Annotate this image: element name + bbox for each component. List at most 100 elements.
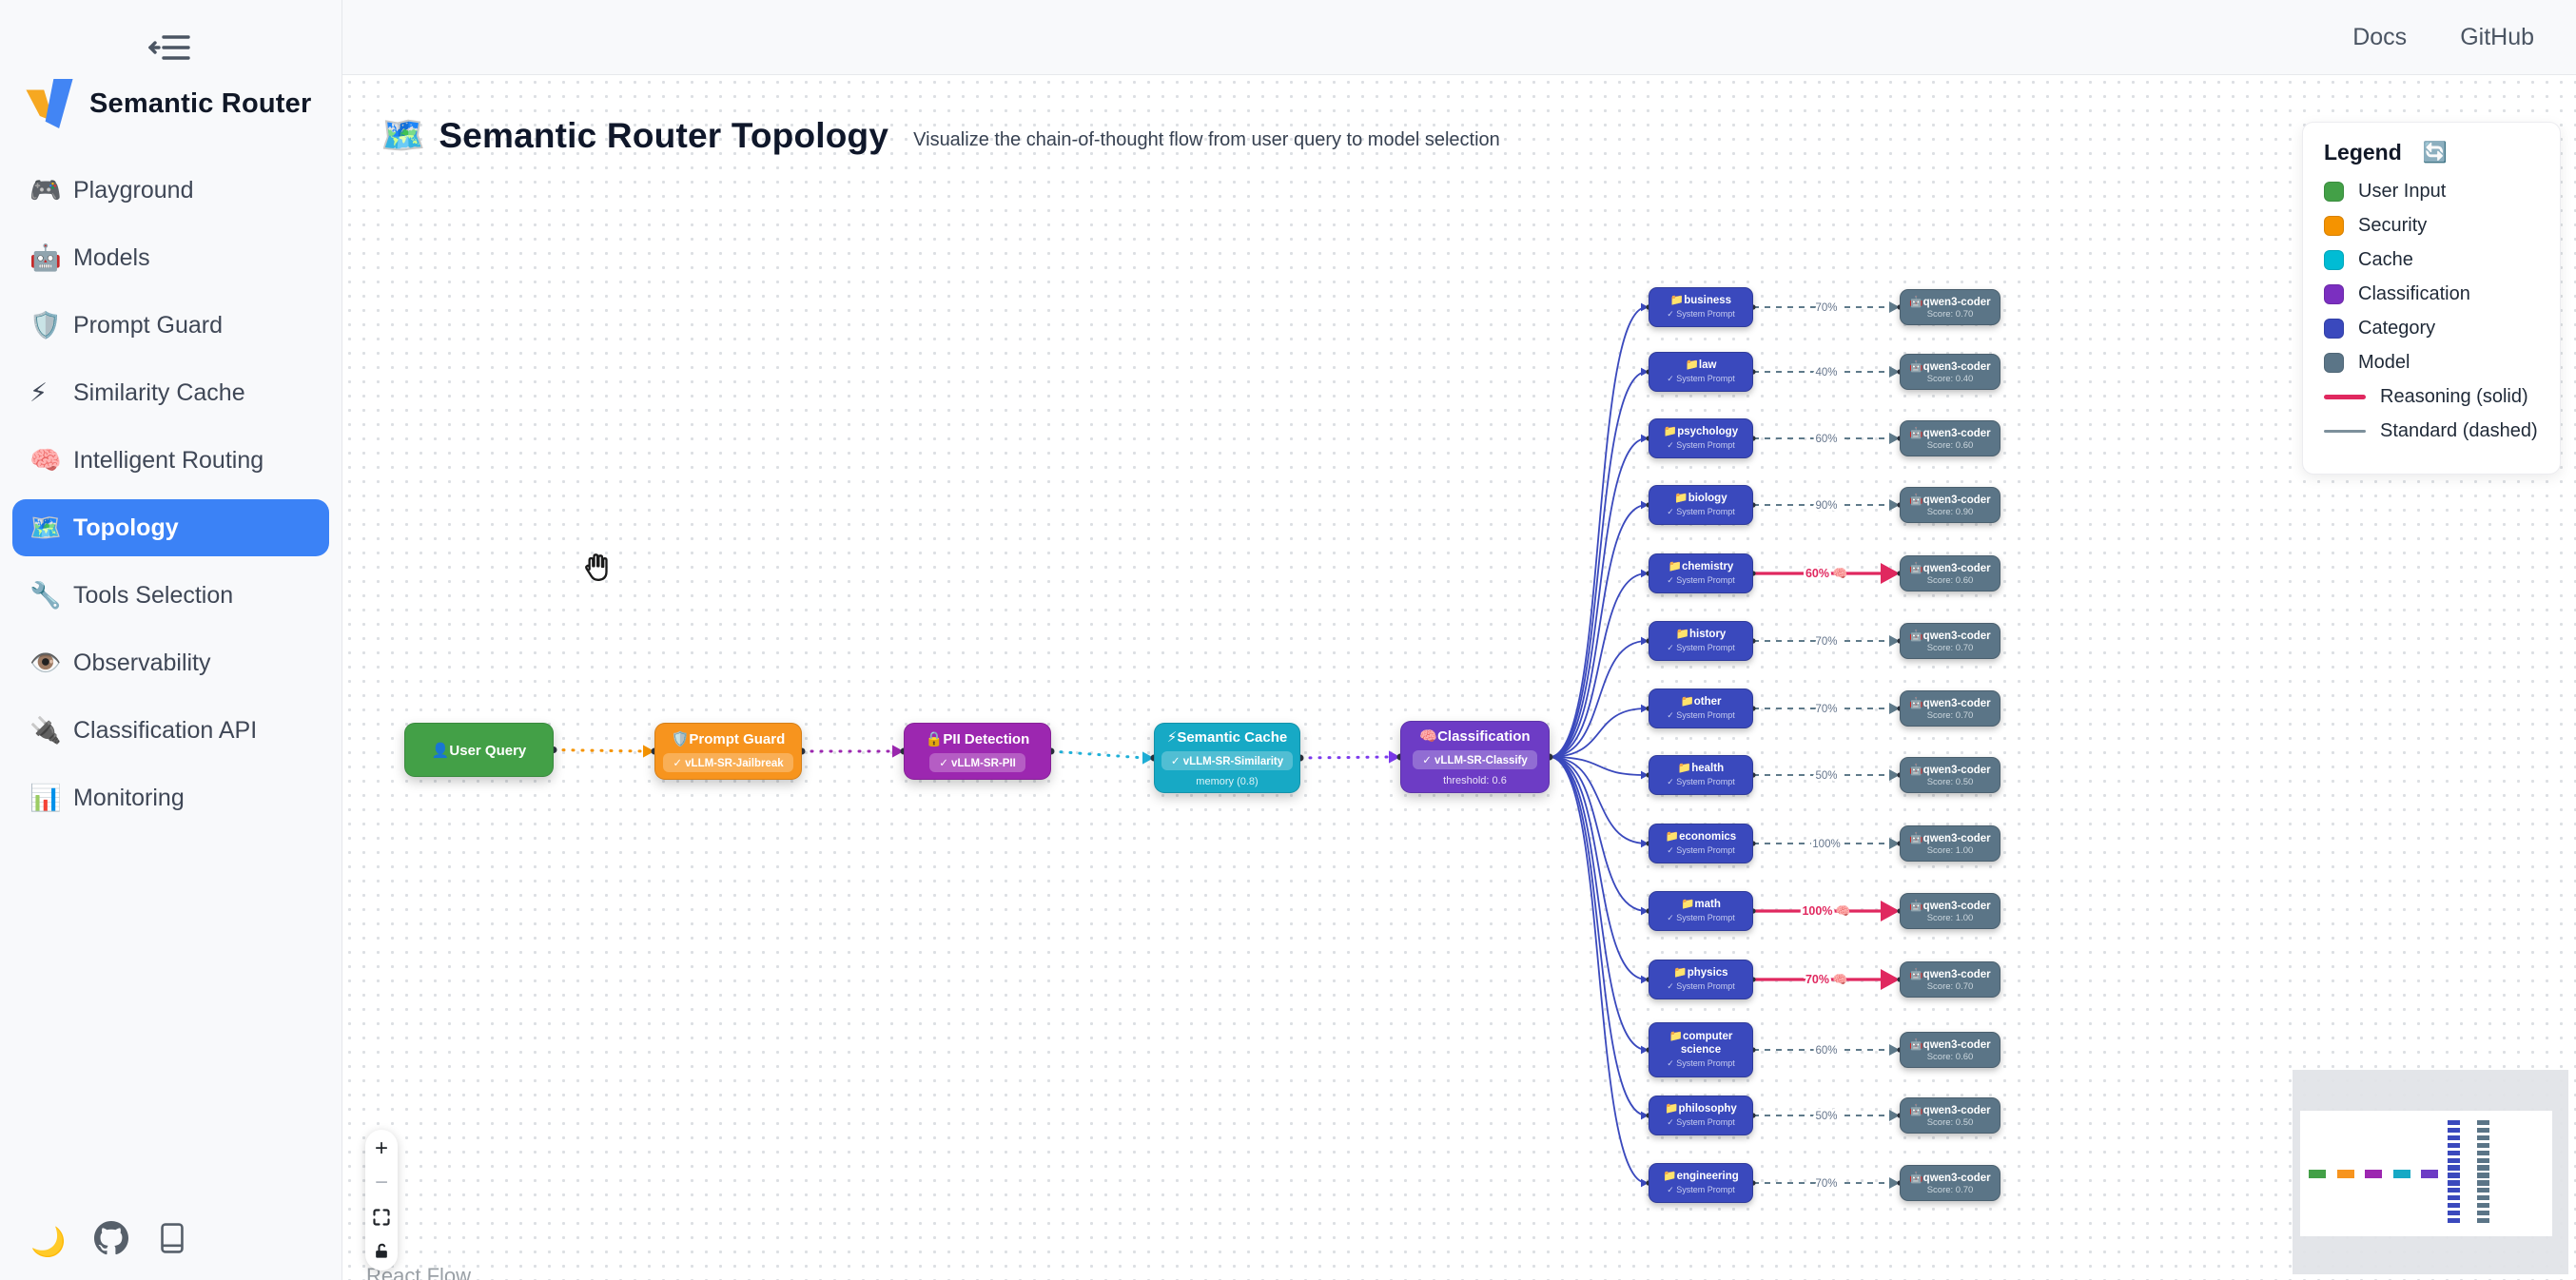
edge-arrowhead: [1389, 750, 1400, 764]
category-node-philosophy[interactable]: 📁philosophy✓ System Prompt: [1649, 1096, 1753, 1135]
edge-arrowhead: [1641, 636, 1649, 646]
zoom-in-button[interactable]: +: [365, 1132, 398, 1166]
minimap-node: [2448, 1210, 2460, 1216]
observability-icon: 👁️: [29, 649, 62, 677]
minimap[interactable]: [2293, 1070, 2568, 1274]
legend-label: Classification: [2358, 283, 2470, 304]
classification-category-edge: [1549, 756, 1648, 844]
pipeline-edge: [1298, 755, 1393, 760]
app-logo[interactable]: Semantic Router: [25, 76, 311, 131]
fit-view-button[interactable]: [365, 1200, 398, 1234]
sidebar-item-similarity-cache[interactable]: ⚡Similarity Cache: [12, 364, 329, 421]
flow-controls: + −: [365, 1130, 398, 1270]
sidebar-item-tools-selection[interactable]: 🔧Tools Selection: [12, 567, 329, 624]
edge-percent-label: 50%: [1815, 770, 1837, 782]
model-name: 🤖qwen3-coder: [1909, 1173, 1991, 1184]
classification-category-edge: [1549, 756, 1648, 980]
plus-icon: +: [374, 1135, 388, 1161]
category-node-engineering[interactable]: 📁engineering✓ System Prompt: [1649, 1163, 1753, 1203]
edge-percent-label: 70%: [1815, 704, 1837, 715]
legend-swatch: [2324, 319, 2344, 339]
category-name: 📁psychology: [1663, 425, 1739, 437]
node-model-badge: ✓ vLLM-SR-Similarity: [1161, 751, 1294, 770]
legend-label: Cache: [2358, 249, 2413, 270]
edge-arrowhead: [1641, 704, 1649, 713]
model-score: Score: 0.90: [1926, 507, 1974, 517]
classification-category-edge: [1549, 756, 1648, 1051]
edge-arrowhead: [1881, 969, 1900, 990]
sidebar-item-topology[interactable]: 🗺️Topology: [12, 499, 329, 556]
lock-toggle-button[interactable]: [365, 1234, 398, 1269]
flow-node-pii-detection[interactable]: 🔒PII Detection✓ vLLM-SR-PII: [904, 723, 1051, 780]
sidebar-item-observability[interactable]: 👁️Observability: [12, 634, 329, 691]
category-node-history[interactable]: 📁history✓ System Prompt: [1649, 621, 1753, 661]
category-node-other[interactable]: 📁other✓ System Prompt: [1649, 688, 1753, 728]
legend-label: Security: [2358, 215, 2428, 236]
sidebar-item-monitoring[interactable]: 📊Monitoring: [12, 769, 329, 826]
model-name: 🤖qwen3-coder: [1909, 428, 1991, 439]
category-node-law[interactable]: 📁law✓ System Prompt: [1649, 352, 1753, 392]
github-icon-button[interactable]: [94, 1221, 129, 1263]
minimap-node: [2477, 1165, 2489, 1171]
sidebar-footer: 🌙: [30, 1221, 187, 1263]
edge-arrowhead: [1889, 432, 1900, 445]
minimap-node: [2448, 1157, 2460, 1163]
flow-node-prompt-guard[interactable]: 🛡️Prompt Guard✓ vLLM-SR-Jailbreak: [654, 723, 802, 780]
category-node-math[interactable]: 📁math✓ System Prompt: [1649, 891, 1753, 931]
category-node-biology[interactable]: 📁biology✓ System Prompt: [1649, 485, 1753, 525]
minimap-node: [2421, 1170, 2438, 1178]
legend-item: Model: [2324, 352, 2539, 374]
minimap-node: [2477, 1188, 2489, 1193]
edge-arrowhead: [1641, 906, 1649, 916]
edge-percent-label: 70%: [1815, 636, 1837, 648]
docs-book-button[interactable]: [157, 1222, 187, 1262]
classification-category-edge: [1549, 640, 1648, 758]
category-node-computer-science[interactable]: 📁computer science✓ System Prompt: [1649, 1022, 1753, 1077]
category-node-health[interactable]: 📁health✓ System Prompt: [1649, 755, 1753, 795]
minimap-node: [2477, 1202, 2489, 1209]
edge-arrowhead: [1889, 365, 1900, 378]
category-node-chemistry[interactable]: 📁chemistry✓ System Prompt: [1649, 553, 1753, 593]
github-link[interactable]: GitHub: [2460, 23, 2534, 50]
zoom-out-button[interactable]: −: [365, 1166, 398, 1200]
flow-node-user-query[interactable]: 👤User Query: [404, 723, 554, 777]
theme-toggle-button[interactable]: 🌙: [30, 1226, 66, 1259]
sidebar-item-playground[interactable]: 🎮Playground: [12, 162, 329, 219]
minus-icon: −: [374, 1170, 388, 1195]
minimap-node: [2448, 1195, 2460, 1201]
category-node-physics[interactable]: 📁physics✓ System Prompt: [1649, 960, 1753, 999]
sidebar-collapse-button[interactable]: [143, 29, 198, 68]
docs-link[interactable]: Docs: [2352, 23, 2408, 50]
model-score: Score: 1.00: [1926, 913, 1974, 923]
flow-canvas[interactable]: 🗺️ Semantic Router Topology Visualize th…: [342, 75, 2576, 1280]
legend-item: User Input: [2324, 181, 2539, 203]
pipeline-edge: [1049, 749, 1146, 760]
category-node-business[interactable]: 📁business✓ System Prompt: [1649, 287, 1753, 327]
edge-arrowhead: [1142, 751, 1154, 765]
legend-label: Model: [2358, 352, 2410, 373]
sidebar-item-intelligent-routing[interactable]: 🧠Intelligent Routing: [12, 432, 329, 489]
category-node-psychology[interactable]: 📁psychology✓ System Prompt: [1649, 418, 1753, 458]
sidebar-item-classification-api[interactable]: 🔌Classification API: [12, 702, 329, 759]
minimap-node: [2477, 1150, 2489, 1155]
sidebar-item-prompt-guard[interactable]: 🛡️Prompt Guard: [12, 297, 329, 354]
legend-line-sample: [2324, 430, 2366, 433]
category-node-economics[interactable]: 📁economics✓ System Prompt: [1649, 824, 1753, 863]
sidebar-item-models[interactable]: 🤖Models: [12, 229, 329, 286]
